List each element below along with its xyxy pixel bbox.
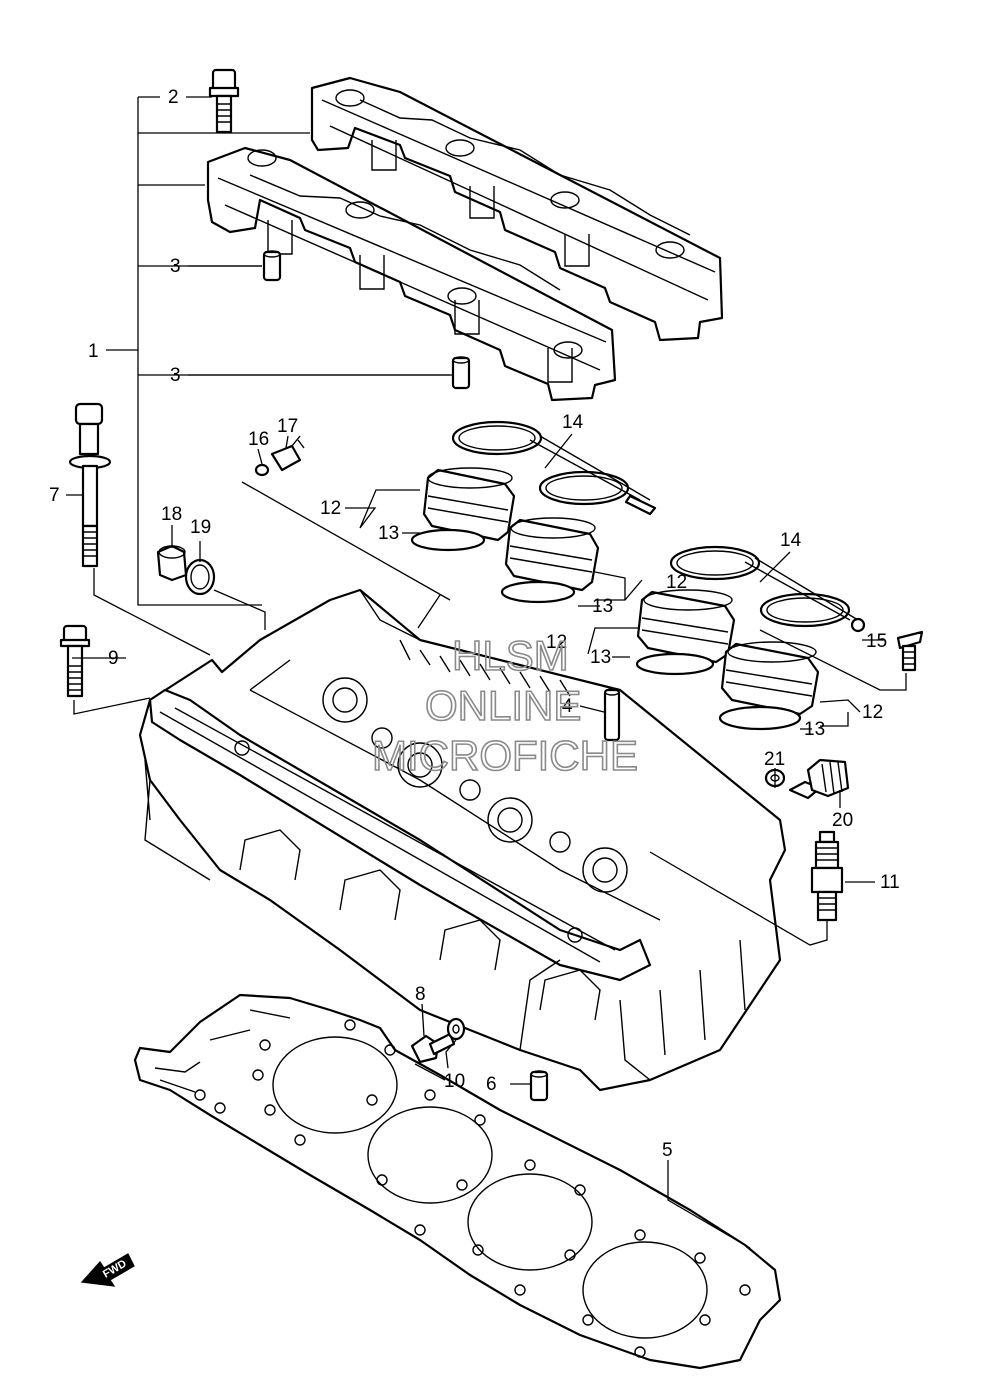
head-bolt-7 [68,402,112,568]
callout-8: 8 [415,984,426,1005]
callout-12a: 12 [320,498,341,519]
callout-1: 1 [88,341,99,362]
o-ring-13b [500,580,576,604]
o-ring-19 [184,558,216,596]
o-ring-13a [410,528,486,552]
dowel-pin-3b [451,356,471,390]
callout-12d: 12 [862,702,883,723]
callout-7: 7 [49,485,60,506]
washer-10 [446,1017,466,1041]
callout-12c: 12 [546,632,567,653]
watermark-line-3: MICROFICHE [372,732,638,779]
callout-5: 5 [662,1140,673,1161]
callout-18: 18 [161,504,182,525]
camshaft-holder-lower [206,146,617,402]
callout-15: 15 [866,631,887,652]
leader-lines [66,96,907,1249]
callout-10: 10 [444,1071,465,1092]
cylinder-head [138,588,787,1092]
callout-19: 19 [190,517,211,538]
intake-pipe-12d [720,641,820,716]
camshaft-holder-upper [310,76,724,342]
callout-14b: 14 [780,530,802,551]
watermark-line-2: ONLINE [425,682,581,729]
o-ring-13d [718,705,802,731]
callout-13a: 13 [378,523,399,544]
fwd-arrow-badge: FWD [80,1253,135,1287]
callout-12b: 12 [666,572,687,593]
callout-4: 4 [562,696,573,717]
watermark-line-1: HLSM [452,632,569,679]
callout-3b: 3 [170,365,181,386]
callout-2: 2 [168,87,179,108]
callout-14a: 14 [562,412,584,433]
intake-pipe-12c [636,589,736,664]
washer-16 [254,463,270,477]
bolt-9 [59,624,91,698]
dowel-pin-6 [529,1070,549,1102]
sensor-17 [270,435,305,472]
clamp-14b [669,545,866,633]
callout-13d: 13 [804,719,825,740]
callout-9: 9 [108,648,119,669]
o-ring-13c [635,652,715,676]
plug-18 [156,544,188,582]
stud-4 [603,688,621,742]
bolt-2 [208,68,240,134]
callout-16: 16 [248,429,269,450]
spark-plug-11 [810,830,844,922]
watermark: HLSM ONLINE MICROFICHE [371,631,639,780]
intake-pipe-12a [422,467,516,542]
callout-3a: 3 [170,256,181,277]
callout-17: 17 [277,416,298,437]
intake-pipe-12b [504,517,600,592]
callout-6: 6 [486,1074,497,1095]
temp-sensor-20 [788,758,850,800]
callout-11: 11 [880,872,900,893]
head-gasket-5 [133,993,782,1370]
callout-21: 21 [764,749,785,770]
callout-13c: 13 [590,647,611,668]
callout-13b: 13 [592,596,613,617]
callout-20: 20 [832,810,853,831]
bolt-8 [410,1032,456,1064]
clamp-14a [451,420,657,516]
screw-15 [896,630,924,672]
callout-labels: 1 2 3 3 4 5 6 7 8 9 10 11 12 12 12 12 13… [49,87,900,1161]
dowel-pin-3a [262,250,282,282]
